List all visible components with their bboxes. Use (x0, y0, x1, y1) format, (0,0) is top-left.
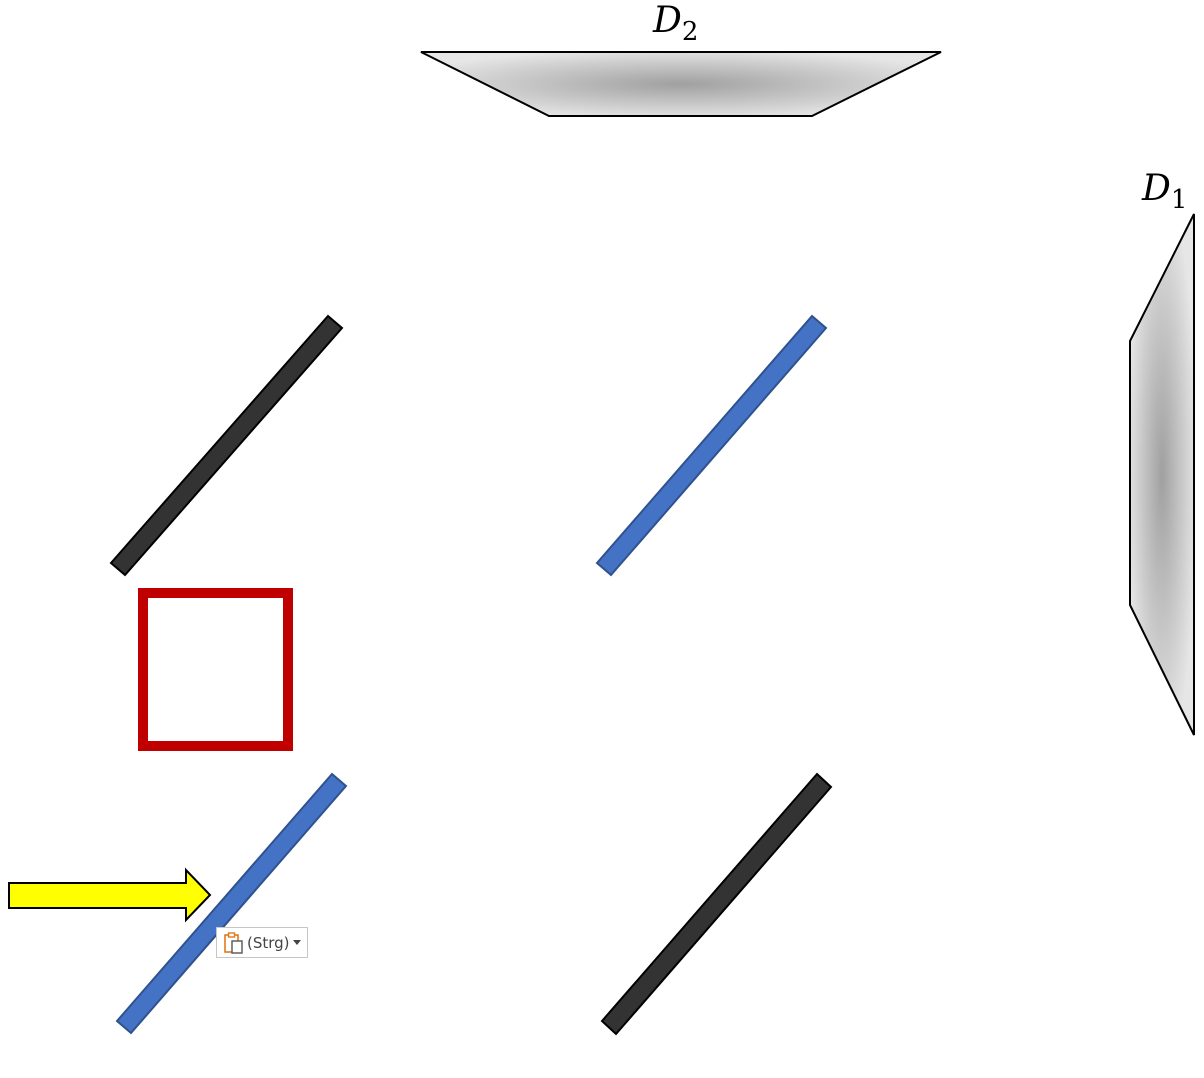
selection-box[interactable] (138, 588, 293, 751)
paste-options-label: (Strg) (247, 933, 290, 952)
detector-d1[interactable] (1129, 213, 1195, 736)
chevron-down-icon[interactable] (292, 940, 301, 945)
detector-d1-label: D1 (1141, 168, 1187, 215)
detector-d2-label-sub: 2 (682, 17, 699, 47)
input-arrow[interactable] (8, 867, 212, 923)
beam-splitter-top-right[interactable] (595, 314, 828, 577)
detector-d1-label-sub: 1 (1171, 185, 1188, 215)
mirror-bottom-right[interactable] (600, 772, 833, 1036)
detector-d1-label-main: D (1141, 168, 1171, 209)
mirror-top-left[interactable] (109, 314, 344, 577)
detector-d2[interactable] (420, 51, 942, 117)
clipboard-paste-icon (224, 931, 243, 954)
detector-d2-label: D2 (652, 0, 698, 47)
beam-splitter-bottom-left[interactable] (115, 772, 348, 1035)
paste-options-button[interactable]: (Strg) (216, 927, 308, 958)
detector-d2-label-main: D (652, 0, 682, 41)
